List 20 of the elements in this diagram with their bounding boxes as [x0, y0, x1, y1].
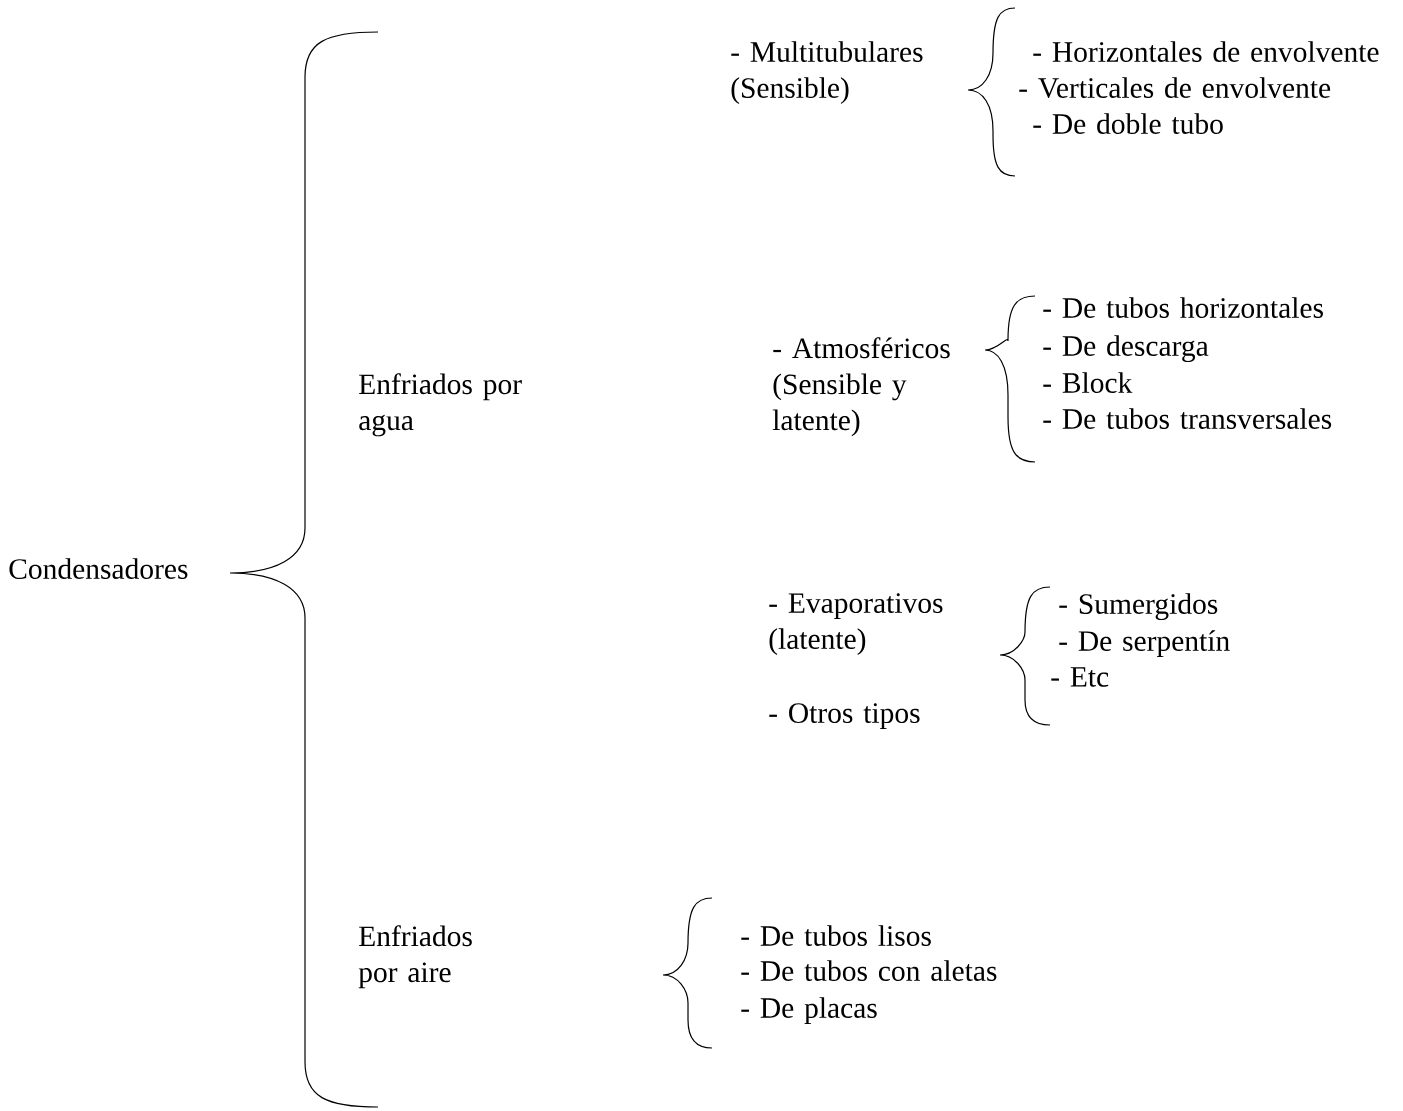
category-label: - De tubos transversales: [1043, 408, 1332, 429]
category-label: - Multitubulares (Sensible): [731, 41, 923, 104]
category-label: Enfriados por aire: [358, 925, 472, 989]
category-label: Enfriados por agua: [359, 373, 522, 437]
category-label: - Evaporativos (latente): [769, 593, 943, 655]
category-label: - Horizontales de envolvente: [1033, 41, 1379, 62]
category-label: - Block: [1043, 372, 1133, 393]
category-label: - Atmosféricos (Sensible y latente): [772, 337, 950, 437]
category-label: - Etc: [1051, 667, 1109, 687]
category-label: - De tubos lisos: [741, 925, 931, 946]
category-label: - Verticales de envolvente: [1019, 77, 1331, 99]
category-label: - De placas: [741, 997, 877, 1024]
category-label: - Sumergidos: [1059, 593, 1218, 621]
category-label: Condensadores: [9, 558, 188, 579]
category-label: - Otros tipos: [769, 703, 920, 729]
category-label: - De tubos horizontales: [1043, 297, 1323, 318]
category-label: - De serpentín: [1059, 630, 1230, 657]
category-label: - De tubos con aletas: [741, 960, 997, 981]
category-label: - De doble tubo: [1033, 113, 1223, 134]
category-label: - De descarga: [1043, 335, 1209, 363]
